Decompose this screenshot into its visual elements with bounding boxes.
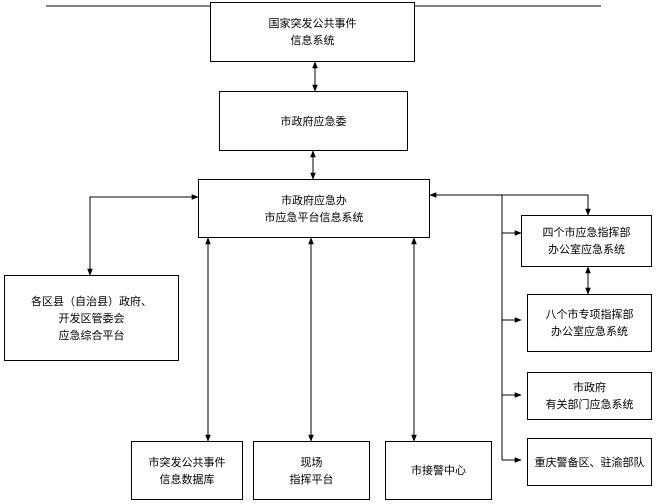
alarm-center-label: 市接警中心 [411,464,466,477]
alarm-center-box: 市接警中心 [385,441,492,500]
city-emergency-office-line-2: 市应急平台信息系统 [264,210,364,224]
government-departments-line-1: 市政府 [573,381,606,394]
eight-command-offices-line-1: 八个市专项指挥部 [545,308,634,321]
city-emergency-committee-box: 市政府应急委 [219,91,408,151]
district-platform-line-1: 各区县（自治县）政府、 [31,294,152,308]
district-platform-line-3: 应急综合平台 [58,328,125,342]
incident-database-line-1: 市突发公共事件 [148,455,226,469]
incident-database-box: 市突发公共事件 信息数据库 [131,441,243,500]
city-emergency-office-box: 市政府应急办 市应急平台信息系统 [198,179,430,238]
district-platform-line-2: 开发区管委会 [58,311,125,325]
national-info-system-box: 国家突发公共事件 信息系统 [210,2,415,62]
government-departments-box: 市政府 有关部门应急系统 [527,372,652,420]
four-command-offices-line-1: 四个市应急指挥部 [542,226,631,239]
district-platform-box: 各区县（自治县）政府、 开发区管委会 应急综合平台 [4,275,179,361]
onsite-command-platform-line-1: 现场 [300,455,323,469]
garrison-troops-label: 重庆警备区、驻渝部队 [534,455,645,469]
national-info-system-line-1: 国家突发公共事件 [268,17,357,30]
eight-command-offices-box: 八个市专项指挥部 办公室应急系统 [527,294,652,352]
government-departments-line-2: 有关部门应急系统 [545,398,634,411]
incident-database-line-2: 信息数据库 [159,472,215,486]
four-command-offices-box: 四个市应急指挥部 办公室应急系统 [521,215,652,267]
national-info-system-line-2: 信息系统 [290,34,335,47]
onsite-command-platform-box: 现场 指挥平台 [253,441,370,500]
garrison-troops-box: 重庆警备区、驻渝部队 [527,438,652,486]
eight-command-offices-line-2: 办公室应急系统 [551,325,628,338]
four-command-offices-line-2: 办公室应急系统 [548,243,625,256]
city-emergency-committee-label: 市政府应急委 [280,114,347,128]
city-emergency-office-line-1: 市政府应急办 [281,193,347,207]
office-districts-link [87,194,199,276]
onsite-command-platform-line-2: 指挥平台 [289,472,334,486]
office-four-commands-link [429,192,591,216]
